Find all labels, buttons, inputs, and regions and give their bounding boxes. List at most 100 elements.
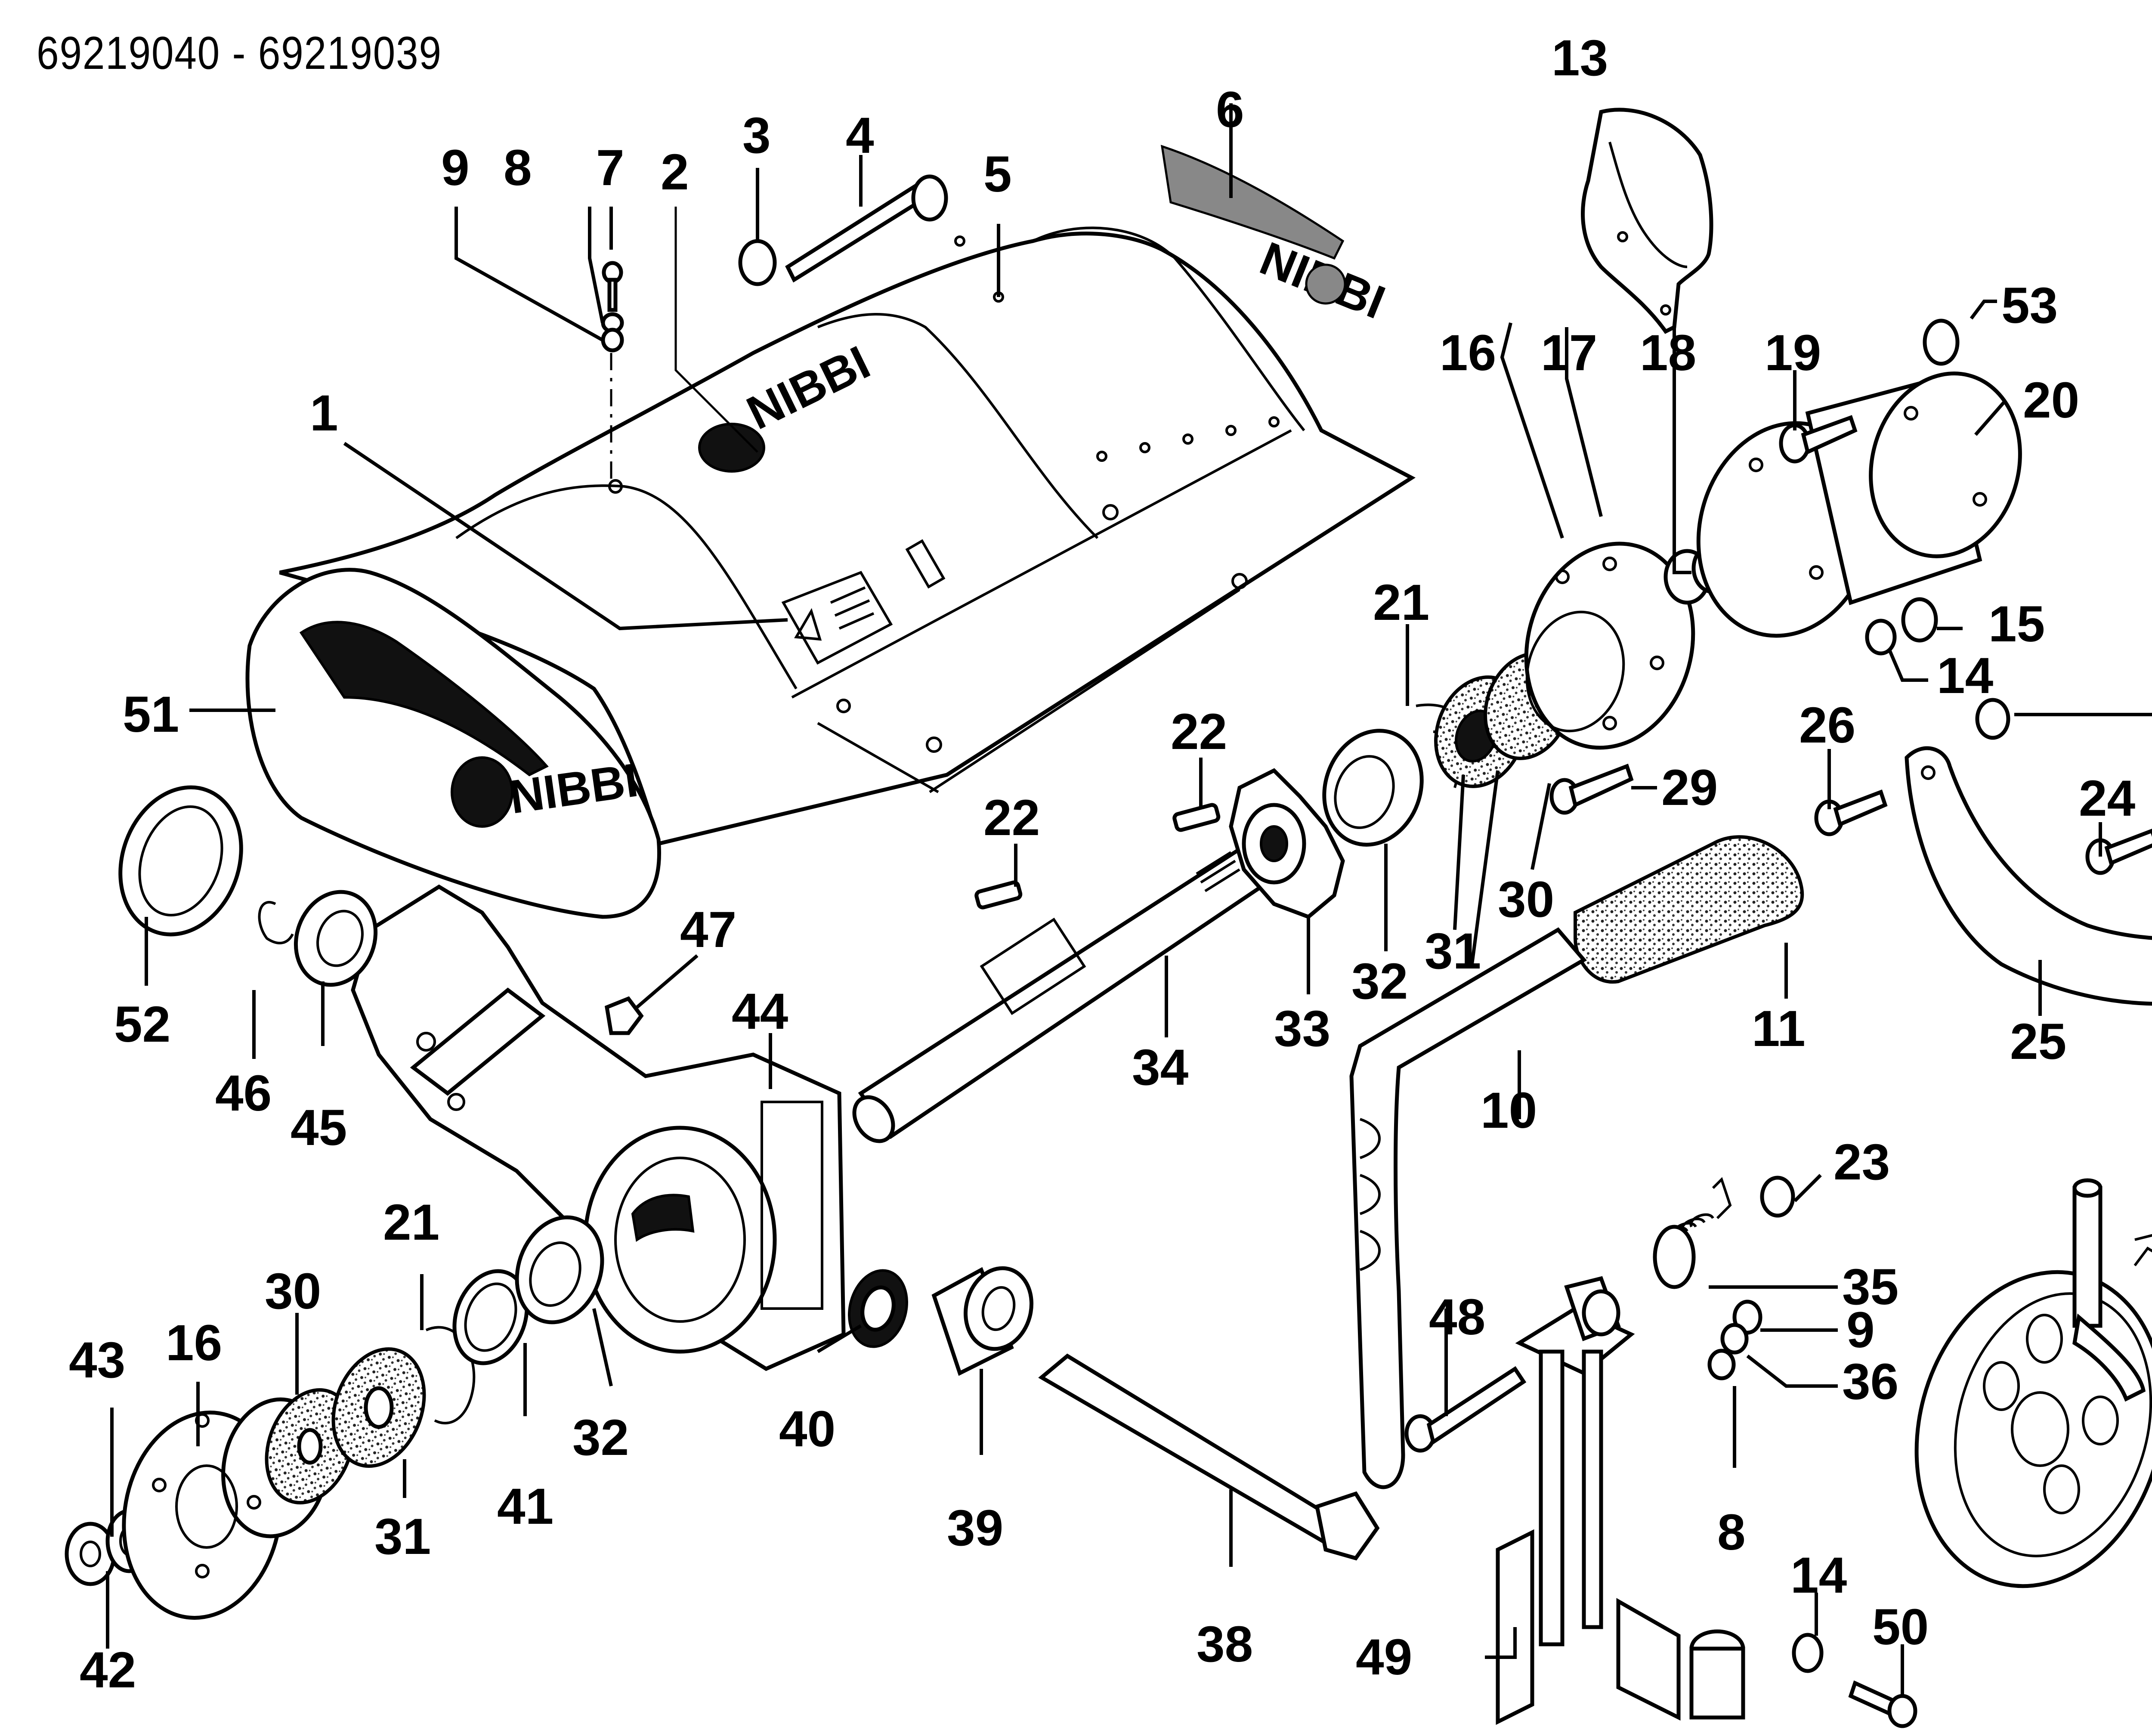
roller-bearing-40[interactable] [841,1264,915,1353]
callout-45: 45 [291,1099,347,1156]
gearbox-housing[interactable] [351,884,846,1371]
callout-34: 34 [1132,1039,1188,1096]
nut-9-upper[interactable] [601,328,624,353]
callout-7: 7 [596,139,625,196]
shim-41[interactable] [442,1261,539,1373]
transport-wheel[interactable] [1883,1178,2152,1614]
callout-29: 29 [1661,759,1718,816]
callout-44: 44 [732,983,788,1040]
circlip-46[interactable] [258,901,294,944]
bevel-gear[interactable] [1229,768,1345,919]
bolt-24[interactable] [2085,829,2152,875]
callout-46: 46 [215,1065,272,1122]
callout-32: 32 [1351,953,1408,1010]
bracket[interactable] [1496,1276,1745,1725]
depth-bar[interactable] [1349,927,1587,1489]
tine-blade[interactable] [1905,746,2152,1006]
flange-16-upper[interactable] [1504,525,1715,767]
seal-ring[interactable] [100,770,261,951]
callout-30b: 30 [265,1263,321,1320]
callout-42: 42 [80,1642,136,1699]
callout-10: 10 [1481,1082,1537,1139]
callout-26: 26 [1799,697,1855,754]
callout-19: 19 [1765,325,1821,381]
r-clip[interactable] [2133,1234,2152,1266]
callout-11: 11 [1752,1000,1806,1057]
callout-23b: 23 [1834,1134,1890,1191]
callout-39: 39 [947,1500,1003,1557]
screw-7[interactable] [602,261,623,312]
callout-43: 43 [69,1332,125,1389]
callout-1: 1 [310,385,338,442]
bolt-19[interactable] [1779,415,1858,464]
callout-52: 52 [114,996,170,1053]
callout-13: 13 [1552,30,1608,87]
callout-6: 6 [1216,81,1244,138]
callout-30: 30 [1498,871,1554,928]
washer-14-lower[interactable] [1792,1633,1824,1673]
bolt-48[interactable] [1404,1366,1527,1453]
callout-48: 48 [1429,1289,1485,1346]
tine-shaft[interactable] [846,841,1277,1148]
key-22a[interactable] [974,880,1023,910]
callout-18: 18 [1640,325,1696,381]
callout-47: 47 [680,901,736,958]
spring[interactable] [1653,1177,1732,1289]
callout-32b: 32 [572,1409,629,1466]
callout-16: 16 [1440,325,1496,381]
plug[interactable] [604,996,644,1035]
callout-41: 41 [497,1478,553,1535]
callout-38: 38 [1197,1616,1253,1673]
bolt-29[interactable] [1549,764,1634,815]
oil-seal-31-lower[interactable] [318,1336,440,1479]
callout-25: 25 [2010,1013,2066,1070]
callout-49: 49 [1356,1629,1412,1686]
callout-51: 51 [123,686,179,743]
bearing-39[interactable] [931,1261,1040,1376]
callout-21b: 21 [383,1194,439,1251]
callout-9: 9 [441,139,470,196]
callout-4: 4 [846,107,874,164]
callout-22b: 22 [983,789,1040,846]
bearing-45[interactable] [283,881,388,996]
callout-8b: 8 [1717,1504,1746,1561]
nut-3[interactable] [738,239,777,286]
callout-50: 50 [1872,1599,1929,1656]
side-shield[interactable] [1581,108,1713,334]
nut-23-upper[interactable] [1975,698,2010,740]
nut-53[interactable] [1923,319,1960,366]
nut-15[interactable] [1901,597,1938,643]
callout-31b: 31 [374,1508,431,1565]
washer-14-upper[interactable] [1865,619,1897,656]
circlip-21-lower[interactable] [425,1326,476,1424]
front-cover[interactable]: NIBBI [245,568,661,919]
bearing-32-upper[interactable] [1308,717,1437,859]
nut-23-lower[interactable] [1760,1176,1795,1218]
washer-8-lower[interactable] [1707,1349,1736,1380]
washer-36[interactable] [1720,1323,1749,1355]
bearing-32-lower[interactable] [503,1205,616,1334]
bolt-26[interactable] [1814,789,1888,836]
callout-33: 33 [1274,1000,1330,1057]
callout-24: 24 [2079,770,2135,827]
tine-hub[interactable] [1675,356,2040,656]
diagram-title: 69219040 - 69219039 [37,27,442,79]
callout-53: 53 [2001,277,2058,334]
handle-grip[interactable] [1574,835,1804,984]
bolt-50[interactable] [1848,1680,1917,1728]
callout-17: 17 [1541,325,1597,381]
callout-36: 36 [1842,1353,1898,1410]
tine-hood[interactable] [279,226,1416,846]
callout-35: 35 [1842,1259,1898,1315]
callout-22: 22 [1171,703,1227,760]
callout-31: 31 [1425,923,1481,980]
callout-5: 5 [983,146,1012,203]
callout-15: 15 [1988,596,2045,653]
callout-9b: 9 [1846,1302,1875,1358]
pinion-shaft[interactable] [1038,1353,1380,1561]
bolt-4[interactable] [785,174,948,283]
callout-20: 20 [2023,372,2079,429]
callout-2: 2 [661,144,689,201]
felt-seal-30-lower[interactable] [252,1378,368,1515]
key-22b[interactable] [1172,803,1221,832]
